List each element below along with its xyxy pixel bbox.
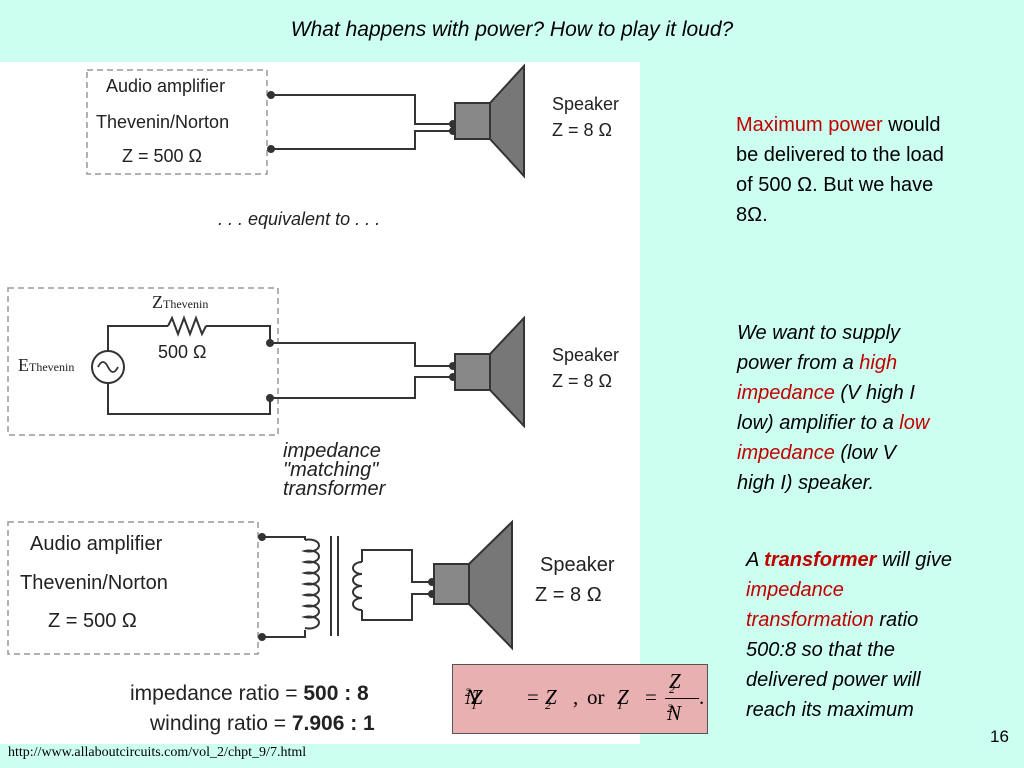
- top-speaker-label-2: Z = 8 Ω: [552, 120, 612, 140]
- mid-wire-lower: [107, 383, 271, 415]
- bottom-amp-label-1: Audio amplifier: [30, 533, 163, 555]
- bottom-speaker-label-1: Speaker: [540, 554, 615, 576]
- transformer-primary-coil: [301, 538, 320, 630]
- top-speaker-cone: [489, 63, 525, 179]
- top-amp-label-3: Z = 500 Ω: [122, 146, 202, 166]
- bottom-wire-primary-lower: [262, 630, 306, 638]
- z-thevenin-value: 500 Ω: [158, 342, 207, 362]
- thevenin-resistor: [167, 315, 207, 337]
- top-terminal-lower: [267, 145, 275, 153]
- equivalent-label: . . . equivalent to . . .: [218, 209, 381, 229]
- top-amplifier-box: [86, 69, 268, 175]
- top-speaker-magnet: [454, 102, 491, 140]
- supply-power-text: We want to supply power from a high impe…: [737, 322, 930, 494]
- thevenin-equivalent-box: [7, 287, 279, 436]
- bottom-speaker-magnet: [433, 563, 470, 605]
- top-amp-label-2: Thevenin/Norton: [96, 112, 230, 132]
- bottom-speaker-label-2: Z = 8 Ω: [535, 584, 602, 606]
- top-amp-label-1: Audio amplifier: [106, 76, 226, 96]
- mid-speaker-cone: [489, 315, 525, 429]
- mid-speaker-label-1: Speaker: [552, 345, 620, 365]
- mid-speaker-magnet: [454, 353, 491, 391]
- top-terminal-upper: [267, 91, 275, 99]
- bottom-wire-secondary-lower: [361, 593, 432, 621]
- top-speaker-label-1: Speaker: [552, 94, 620, 114]
- transformer-text: A transformer will give impedance transf…: [746, 549, 952, 721]
- z-thevenin-label: ZThevenin: [152, 292, 209, 312]
- circuit-diagram-panel: Audio amplifier Thevenin/Norton Z = 500 …: [0, 62, 640, 744]
- top-wire-upper: [271, 94, 453, 125]
- page-number: 16: [990, 727, 1009, 746]
- mid-speaker-label-2: Z = 8 Ω: [552, 371, 612, 391]
- circuit-diagram: [7, 63, 525, 655]
- mid-wire-speaker-lower: [270, 376, 453, 399]
- bottom-amplifier-box: [7, 521, 259, 655]
- bottom-amp-label-3: Z = 500 Ω: [48, 610, 137, 632]
- winding-ratio: winding ratio = 7.906 : 1: [150, 712, 375, 735]
- bottom-wire-secondary-upper: [361, 549, 432, 583]
- mid-wire-right-upper: [206, 325, 271, 343]
- source-url: http://www.allaboutcircuits.com/vol_2/ch…: [8, 745, 307, 760]
- bottom-wire-primary-upper: [262, 536, 306, 540]
- max-power-text: Maximum power would be delivered to the …: [736, 114, 944, 226]
- impedance-ratio: impedance ratio = 500 : 8: [130, 682, 369, 705]
- transformer-secondary-coil: [352, 561, 363, 611]
- e-thevenin-label: EThevenin: [18, 355, 75, 375]
- bottom-speaker-cone: [468, 519, 513, 651]
- mid-wire-left-upper: [107, 325, 168, 359]
- bottom-amp-label-2: Thevenin/Norton: [20, 572, 168, 594]
- mid-wire-speaker-upper: [270, 342, 453, 367]
- top-wire-lower: [271, 130, 453, 150]
- transformer-label: impedance "matching" transformer: [283, 440, 386, 500]
- slide-title: What happens with power? How to play it …: [290, 18, 734, 41]
